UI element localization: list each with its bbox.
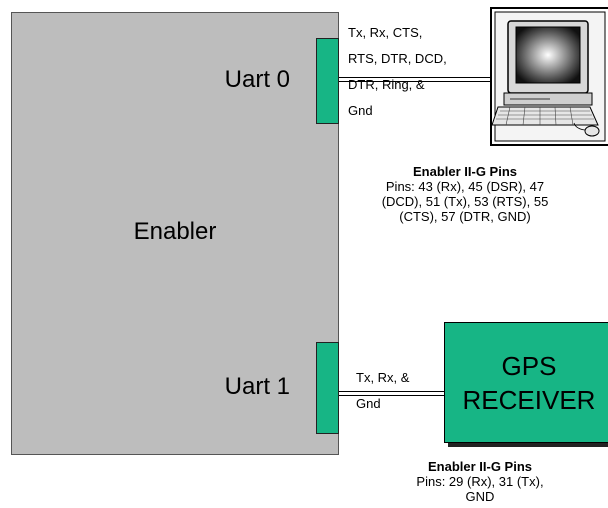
uart0-pin-annotation: Enabler II-G Pins Pins: 43 (Rx), 45 (DSR… [340, 164, 590, 224]
uart1-signal-list: Tx, Rx, & Gnd [356, 365, 446, 417]
uart0-signal-line: Gnd [348, 103, 373, 118]
uart0-signal-line: RTS, DTR, DCD, [348, 51, 447, 66]
pin-annotation-line: Pins: 29 (Rx), 31 (Tx), [416, 474, 544, 489]
uart0-connector [316, 38, 339, 124]
uart0-signal-line: DTR, Ring, & [348, 77, 425, 92]
pin-annotation-line: GND [465, 489, 495, 504]
gps-label-line: RECEIVER [462, 385, 596, 415]
pin-annotation-title: Enabler II-G Pins [427, 459, 533, 474]
uart0-signal-line: Tx, Rx, CTS, [348, 25, 423, 40]
uart0-cable [339, 77, 491, 82]
uart1-cable [339, 391, 444, 396]
pin-annotation-line: (DCD), 51 (Tx), 53 (RTS), 55 [381, 194, 549, 209]
uart1-signal-line: Tx, Rx, & [356, 370, 410, 385]
enabler-box [11, 12, 339, 455]
uart1-label: Uart 1 [224, 373, 290, 400]
desktop-computer-icon [490, 7, 608, 146]
uart1-signal-line: Gnd [356, 396, 381, 411]
uart0-signal-list: Tx, Rx, CTS, RTS, DTR, DCD, DTR, Ring, &… [348, 20, 498, 124]
uart1-connector [316, 342, 339, 434]
uart0-label: Uart 0 [224, 66, 290, 93]
gps-receiver-box [444, 322, 608, 443]
enabler-label: Enabler [133, 218, 217, 245]
uart1-pin-annotation: Enabler II-G Pins Pins: 29 (Rx), 31 (Tx)… [380, 459, 580, 504]
pin-annotation-line: (CTS), 57 (DTR, GND) [399, 209, 531, 224]
pin-annotation-title: Enabler II-G Pins [412, 164, 518, 179]
gps-label-line: GPS [501, 351, 557, 381]
pin-annotation-line: Pins: 43 (Rx), 45 (DSR), 47 [385, 179, 545, 194]
gps-receiver-label: GPS RECEIVER [444, 349, 608, 417]
